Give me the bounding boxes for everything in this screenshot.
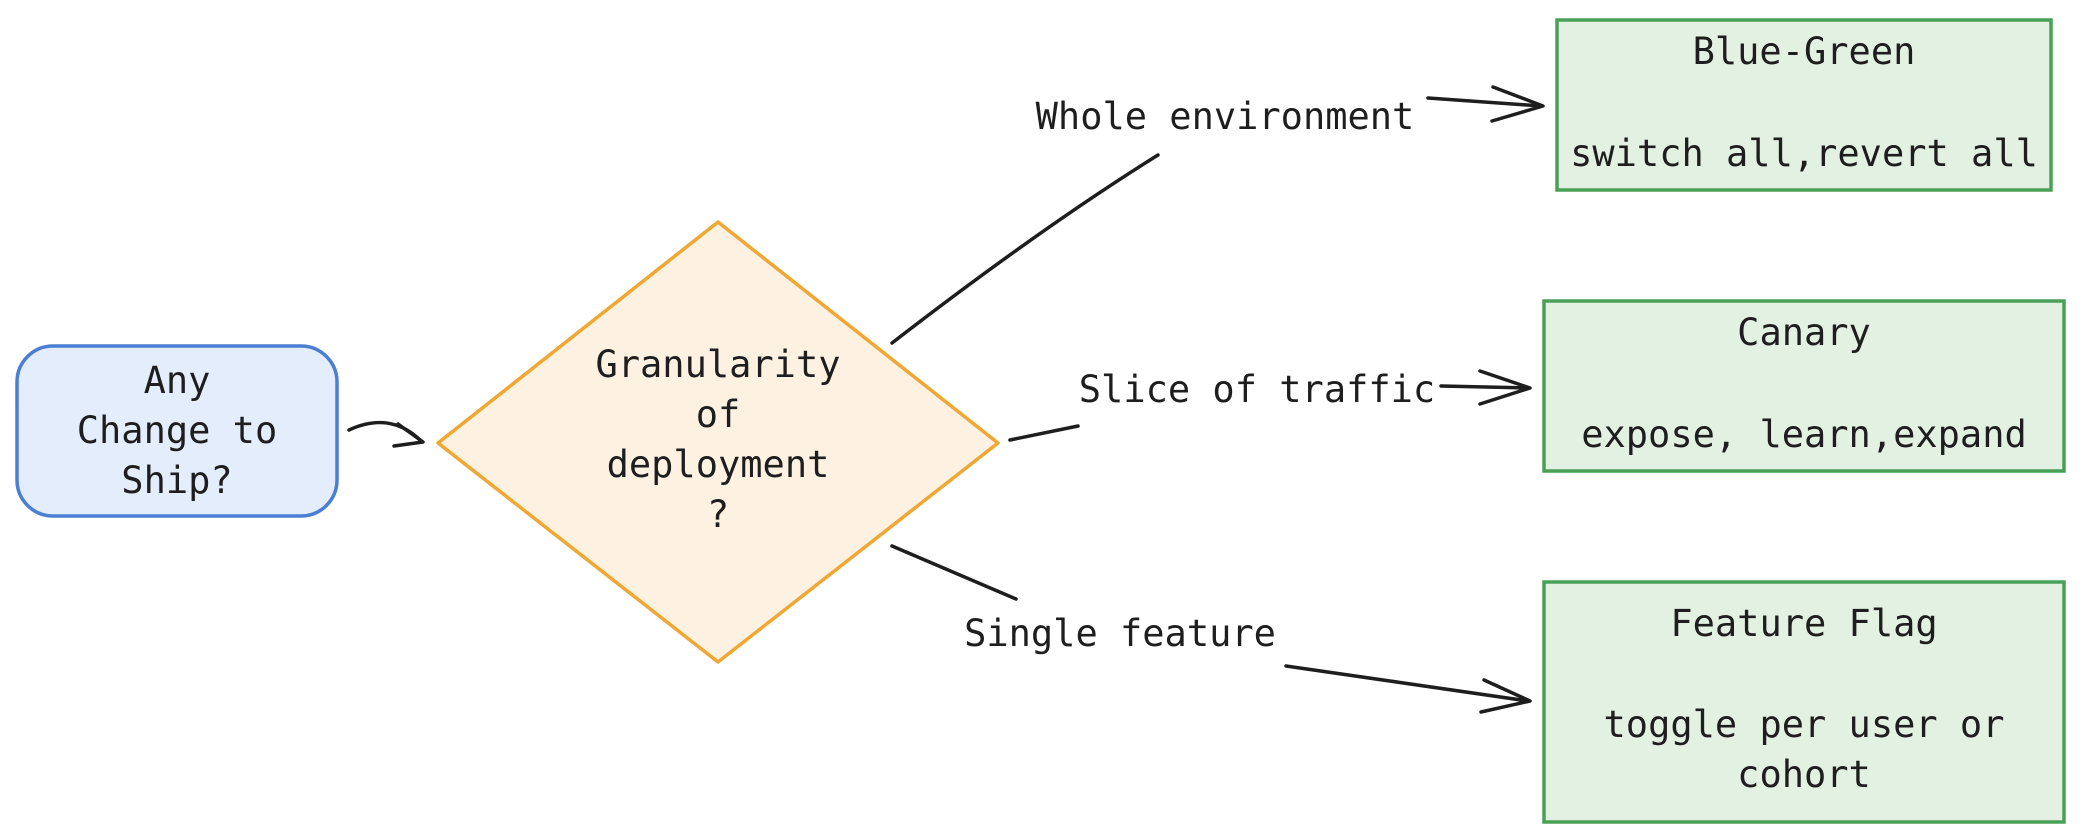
outcome-canary-title: Canary	[1737, 311, 1871, 354]
edge-to-blue-green-arrowhead	[1490, 85, 1545, 123]
edge-to-canary-line-left	[1008, 424, 1080, 442]
start-node-line-2: Change to	[77, 409, 277, 452]
edge-to-blue-green-label: Whole environment	[1036, 95, 1415, 138]
edge-to-feature-flag: Single feature	[890, 544, 1532, 714]
start-node-shape	[15, 344, 339, 518]
outcome-feature-flag-detail-line-1: toggle per user or	[1604, 703, 2005, 746]
edge-to-canary: Slice of traffic	[1008, 368, 1532, 442]
decision-node-line-3: deployment	[607, 443, 830, 486]
edge-start-to-decision-arrowhead	[392, 422, 425, 448]
edge-to-feature-flag-line-left	[890, 544, 1018, 601]
outcome-blue-green[interactable]: Blue-Green switch all,revert all	[1555, 18, 2053, 192]
outcome-feature-flag-title: Feature Flag	[1670, 602, 1937, 645]
edge-to-canary-line-right	[1439, 384, 1530, 390]
outcome-feature-flag-detail-line-2: cohort	[1737, 753, 1871, 796]
outcome-canary[interactable]: Canary expose, learn,expand	[1542, 299, 2066, 473]
start-node[interactable]: Any Change to Ship?	[15, 344, 339, 518]
start-node-line-3: Ship?	[121, 459, 232, 502]
decision-node-shape	[436, 220, 1000, 664]
edge-start-to-decision	[347, 420, 425, 448]
edge-to-blue-green: Whole environment	[890, 85, 1545, 345]
edge-to-blue-green-line-lower	[890, 153, 1160, 345]
edge-to-feature-flag-arrowhead	[1479, 678, 1532, 714]
outcome-blue-green-shape	[1555, 18, 2053, 192]
outcome-canary-shape	[1542, 299, 2066, 473]
decision-node-line-1: Granularity	[595, 343, 840, 386]
decision-node-line-2: of	[696, 393, 741, 436]
decision-node-line-4: ?	[707, 493, 729, 536]
outcome-feature-flag-shape	[1542, 580, 2066, 824]
edge-to-blue-green-line-upper	[1426, 96, 1543, 108]
edge-to-canary-label: Slice of traffic	[1079, 368, 1435, 411]
edge-to-feature-flag-line-right	[1284, 664, 1530, 703]
outcome-blue-green-title: Blue-Green	[1693, 30, 1916, 73]
start-node-line-1: Any	[144, 359, 211, 402]
edge-to-canary-arrowhead	[1478, 369, 1532, 406]
outcome-canary-detail: expose, learn,expand	[1581, 413, 2027, 456]
outcome-blue-green-detail: switch all,revert all	[1570, 132, 2038, 175]
decision-node[interactable]: Granularity of deployment ?	[436, 220, 1000, 664]
outcome-feature-flag[interactable]: Feature Flag toggle per user or cohort	[1542, 580, 2066, 824]
edge-to-feature-flag-label: Single feature	[964, 612, 1276, 655]
